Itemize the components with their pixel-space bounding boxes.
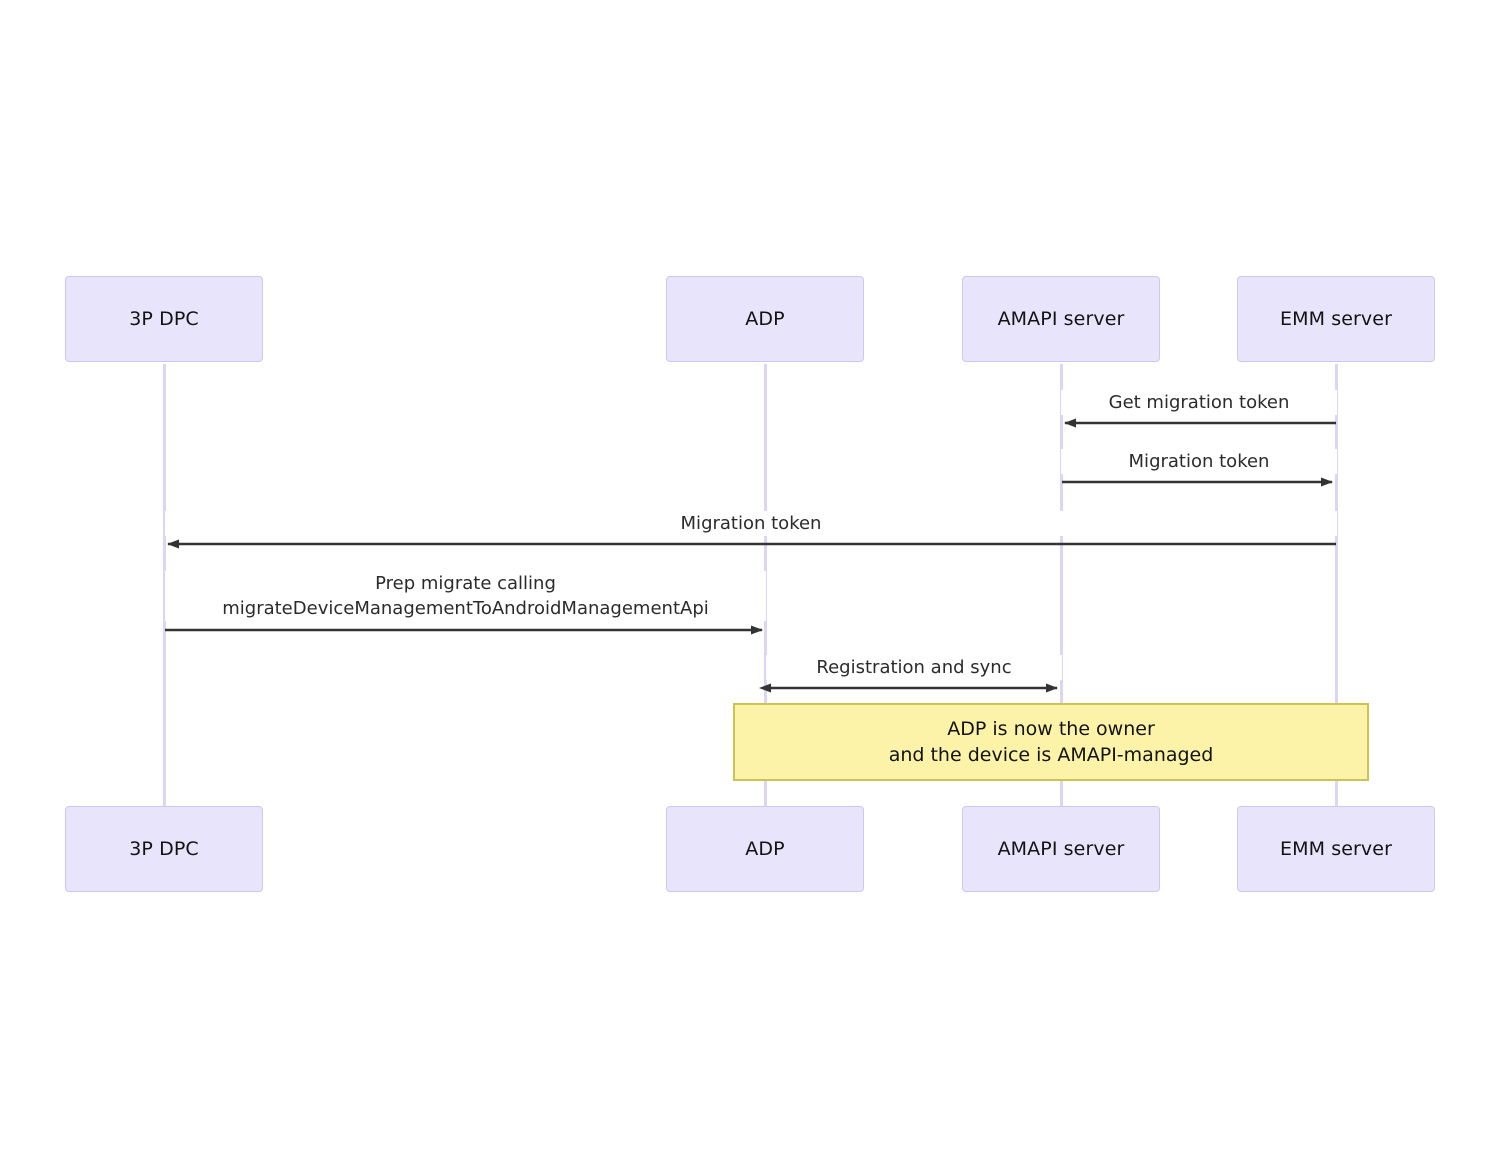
participant-box-amapi-top[interactable]: AMAPI server <box>962 276 1160 362</box>
note-adp-owner: ADP is now the owner and the device is A… <box>733 703 1369 781</box>
participant-box-emm-top[interactable]: EMM server <box>1237 276 1435 362</box>
message-arrows <box>165 418 1336 693</box>
message-label-migration-token-to-emm: Migration token <box>1061 449 1337 474</box>
participant-label-adp-top: ADP <box>745 308 785 330</box>
participant-box-adp-top[interactable]: ADP <box>666 276 864 362</box>
participant-label-amapi-bottom: AMAPI server <box>997 838 1125 860</box>
participant-label-emm-bottom: EMM server <box>1280 838 1392 860</box>
participant-label-adp-bottom: ADP <box>745 838 785 860</box>
participant-label-emm-top: EMM server <box>1280 308 1392 330</box>
participant-label-amapi-top: AMAPI server <box>997 308 1125 330</box>
participant-box-emm-bottom[interactable]: EMM server <box>1237 806 1435 892</box>
participant-box-dpc-top[interactable]: 3P DPC <box>65 276 263 362</box>
message-label-registration-and-sync: Registration and sync <box>766 655 1062 680</box>
message-label-prep-migrate: Prep migrate calling migrateDeviceManage… <box>165 571 766 621</box>
message-label-migration-token-to-dpc: Migration token <box>165 511 1337 536</box>
participant-box-amapi-bottom[interactable]: AMAPI server <box>962 806 1160 892</box>
participant-box-adp-bottom[interactable]: ADP <box>666 806 864 892</box>
participant-label-dpc-top: 3P DPC <box>129 308 199 330</box>
participant-label-dpc-bottom: 3P DPC <box>129 838 199 860</box>
message-label-get-migration-token: Get migration token <box>1061 390 1337 415</box>
participant-box-dpc-bottom[interactable]: 3P DPC <box>65 806 263 892</box>
